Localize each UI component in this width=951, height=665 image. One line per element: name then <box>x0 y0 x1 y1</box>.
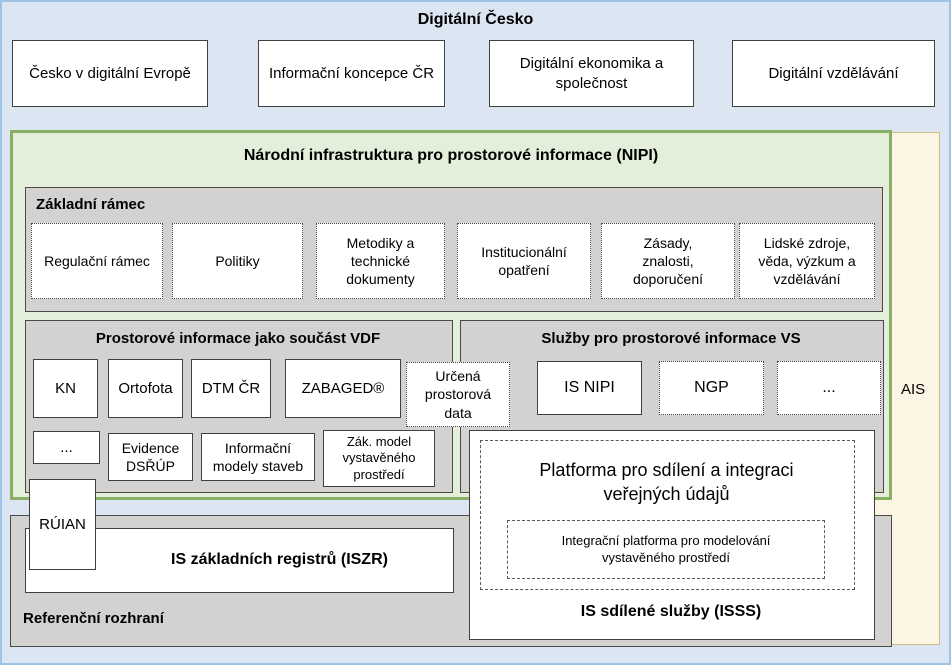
box-ngp: NGP <box>659 361 764 415</box>
box-metodiky: Metodiky a technické dokumenty <box>316 223 445 299</box>
box-regulacni-ramec: Regulační rámec <box>31 223 163 299</box>
box-institucionalni-opatreni: Institucionální opatření <box>457 223 591 299</box>
integracni-dashed-box: Integrační platforma pro modelování vyst… <box>507 520 825 579</box>
box-lidske-zdroje: Lidské zdroje, věda, výzkum a vzdělávání <box>739 223 875 299</box>
box-dtm-cr: DTM ČR <box>191 359 271 418</box>
zakladni-ramec-title: Základní rámec <box>36 196 146 213</box>
box-kn: KN <box>33 359 98 418</box>
box-cesko-v-digitalni-evrope: Česko v digitální Evropě <box>12 40 208 107</box>
vdf-title: Prostorové informace jako součást VDF <box>95 330 381 348</box>
box-zabaged: ZABAGED® <box>285 359 401 418</box>
ais-label: AIS <box>901 381 926 398</box>
box-ellipsis-sluzby: ... <box>777 361 881 415</box>
box-ruian: RÚIAN <box>29 479 96 570</box>
box-urcena-prostorova-data: Určená prostorová data <box>406 362 510 427</box>
referencni-rozhrani-label: Referenční rozhraní <box>23 610 164 627</box>
box-digitalni-vzdelavani: Digitální vzdělávání <box>732 40 935 107</box>
platforma-dashed-box: Platforma pro sdílení a integraci veřejn… <box>480 440 855 590</box>
box-evidence-dsrup: Evidence DSŘÚP <box>108 433 193 481</box>
box-isss: Platforma pro sdílení a integraci veřejn… <box>469 430 875 640</box>
box-ellipsis-vdf: ... <box>33 431 100 464</box>
nipi-title: Národní infrastruktura pro prostorové in… <box>243 146 659 164</box>
isss-label: IS sdílené služby (ISSS) <box>580 602 762 620</box>
box-informacni-koncepce-cr: Informační koncepce ČR <box>258 40 445 107</box>
zakladni-ramec-section: Základní rámec Regulační rámec Politiky … <box>25 187 883 312</box>
box-ortofota: Ortofota <box>108 359 183 418</box>
vdf-section: Prostorové informace jako součást VDF KN… <box>25 320 453 493</box>
box-digitalni-ekonomika: Digitální ekonomika a společnost <box>489 40 694 107</box>
box-zasady-znalosti: Zásady, znalosti, doporučení <box>601 223 735 299</box>
platforma-label: Platforma pro sdílení a integraci veřejn… <box>539 459 794 504</box>
box-iszr: IS základních registrů (ISZR) <box>25 528 454 593</box>
box-politiky: Politiky <box>172 223 303 299</box>
box-zak-model: Zák. model vystavěného prostředí <box>323 430 435 487</box>
box-is-nipi: IS NIPI <box>537 361 642 415</box>
box-informacni-modely-staveb: Informační modely staveb <box>201 433 315 481</box>
diagram-title: Digitální Česko <box>417 10 534 28</box>
sluzby-title: Služby pro prostorové informace VS <box>541 330 801 348</box>
